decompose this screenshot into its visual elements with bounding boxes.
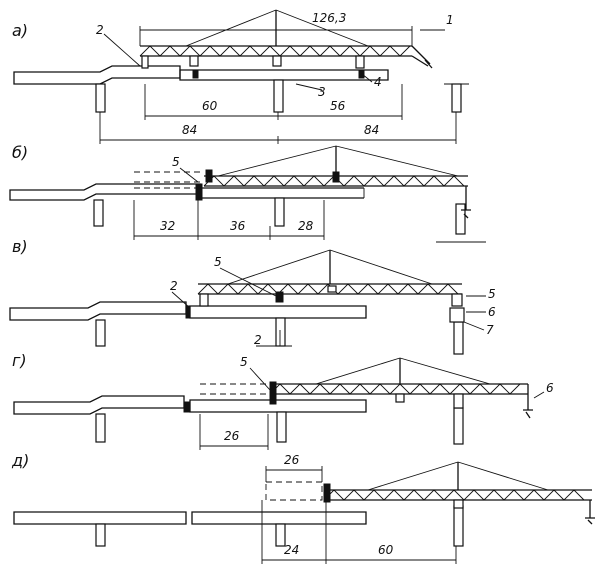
panel-letter-d: д) (11, 451, 29, 470)
pier-g-3 (453, 407, 464, 445)
dim-b-28: 28 (298, 219, 314, 233)
dim-a-84-left: 84 (182, 123, 197, 137)
leader-g-5 (249, 367, 271, 391)
support-3 (272, 55, 282, 67)
pier-3 (451, 83, 462, 113)
pier-b-3 (455, 203, 466, 235)
dim-b-32: 32 (160, 219, 175, 233)
segment-outline-g (200, 383, 268, 395)
trolley-b-2 (205, 169, 213, 183)
jack-d (323, 483, 331, 503)
deck-slab-b (9, 183, 201, 201)
pier-1 (95, 83, 106, 113)
pier-g-1 (95, 413, 106, 443)
pier-v-3 (453, 321, 464, 355)
support-g-1 (395, 393, 405, 403)
trolley-b (332, 171, 340, 183)
support-v-1 (199, 293, 209, 307)
deck-slab-v-right (189, 305, 367, 319)
deck-slab-g-left (13, 395, 185, 415)
jack-g (269, 381, 277, 405)
dim-a-total: 126,3 (312, 11, 346, 25)
callout-g-5: 5 (240, 355, 248, 369)
stay-right (275, 9, 369, 47)
support-v-3 (451, 293, 463, 307)
support-block-a (192, 70, 199, 79)
deck-slab-main (179, 69, 389, 81)
stay-left (185, 9, 277, 47)
callout-b-5: 5 (172, 155, 180, 169)
deck-slab-g-right (189, 399, 367, 413)
pier-v-1 (95, 319, 106, 347)
dim-d-26: 26 (284, 453, 300, 467)
support-2 (189, 55, 199, 67)
pier-b-1 (93, 199, 104, 227)
deck-slab-left (13, 65, 181, 85)
support-block-b (358, 70, 365, 79)
panel-letter-a: а) (12, 21, 28, 40)
callout-a-3: 3 (318, 85, 326, 99)
leader-v-2 (171, 291, 191, 309)
dim-d-24: 24 (284, 543, 299, 557)
pier-b-2 (274, 197, 285, 227)
joint-g (183, 401, 191, 413)
pier-2 (273, 79, 284, 113)
segment-block-d (265, 481, 323, 501)
support-v-2 (327, 285, 337, 293)
callout-a-2: 2 (96, 23, 104, 37)
support-g-2 (453, 393, 464, 409)
dim-b-36: 36 (230, 219, 246, 233)
dim-a-56: 56 (330, 99, 346, 113)
dim-g-26: 26 (224, 429, 240, 443)
dim-v-2: 2 (254, 333, 262, 347)
callout-v-5b: 5 (488, 287, 496, 301)
panel-a: а) 126,3 (12, 9, 469, 144)
pier-d-1 (95, 523, 106, 547)
trolley-v (275, 291, 284, 303)
panel-v: в) 2 2 5 5 6 7 (9, 237, 496, 355)
callout-a-4: 4 (374, 75, 382, 89)
leader-v-7 (463, 321, 485, 331)
pier-v-2 (275, 317, 286, 347)
support-4 (355, 55, 365, 69)
leader-2 (103, 33, 141, 67)
deck-slab-d-right (191, 511, 367, 525)
pier-d-3 (453, 505, 464, 547)
leader-4 (361, 73, 373, 83)
support-v-4 (449, 307, 465, 323)
callout-v-7: 7 (486, 323, 494, 337)
dim-d-60: 60 (378, 543, 394, 557)
launching-girder (139, 45, 433, 69)
callout-a-1: 1 (446, 13, 454, 27)
panel-letter-b: б) (12, 143, 28, 162)
leader-3 (295, 83, 323, 91)
callout-v-6: 6 (488, 305, 496, 319)
deck-slab-d-left (13, 511, 187, 525)
support-d-1 (453, 499, 464, 509)
callout-v-2: 2 (170, 279, 178, 293)
segment-outline-b (134, 171, 200, 189)
leader-g-6 (533, 391, 545, 399)
pier-g-2 (276, 411, 287, 443)
jack-b (195, 183, 203, 201)
pier-d-2 (275, 523, 286, 547)
leader-v-5a (219, 267, 277, 297)
panel-d: д) 26 24 60 (11, 451, 595, 564)
dim-a-84-right: 84 (364, 123, 379, 137)
panel-b: б) 32 36 28 5 (9, 143, 486, 243)
dim-a-60: 60 (202, 99, 218, 113)
leader-b-5 (179, 167, 199, 183)
panel-letter-v: в) (12, 237, 28, 256)
panel-letter-g: г) (12, 351, 27, 370)
deck-slab-v-left (9, 301, 187, 321)
panel-g: г) 26 5 6 (12, 351, 554, 450)
callout-v-5a: 5 (214, 255, 222, 269)
support-1 (141, 55, 149, 69)
callout-g-6: 6 (546, 381, 554, 395)
